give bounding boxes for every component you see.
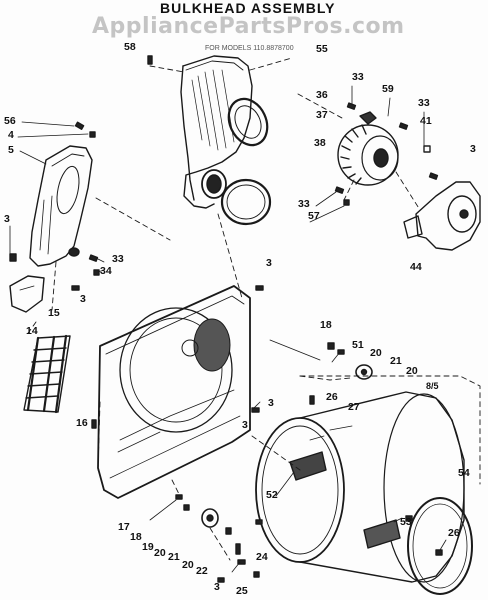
callout-24: 24 [256, 551, 268, 563]
callout-33: 33 [352, 71, 364, 83]
blower-housing [403, 181, 481, 251]
callout-33: 33 [418, 97, 430, 109]
callout-21: 21 [390, 355, 402, 367]
callout-15: 15 [48, 307, 60, 319]
callout-44: 44 [410, 261, 422, 273]
dryer-drum [255, 391, 465, 583]
callout-3: 3 [268, 397, 274, 409]
callout-36: 36 [316, 89, 328, 101]
callout-20: 20 [182, 559, 194, 571]
callout-56: 56 [4, 115, 16, 127]
blower-housing-duct [180, 55, 253, 209]
page-code: 8/5 [426, 381, 439, 391]
callout-33: 33 [298, 198, 310, 210]
bearing-ring [220, 178, 272, 226]
callout-58: 58 [124, 41, 136, 53]
front-drum-seal [407, 497, 473, 595]
watermark: AppliancePartsPros.com [92, 14, 405, 39]
leader-lines [9, 85, 447, 573]
callout-20: 20 [406, 365, 418, 377]
callout-16: 16 [76, 417, 88, 429]
blower-wheel [337, 111, 399, 186]
callout-20: 20 [370, 347, 382, 359]
callout-3: 3 [4, 213, 10, 225]
callout-53: 53 [400, 516, 412, 528]
callout-33: 33 [112, 253, 124, 265]
callout-37: 37 [316, 109, 328, 121]
diagram-title: BULKHEAD ASSEMBLY [160, 0, 336, 16]
callout-25: 25 [236, 585, 248, 597]
callout-17: 17 [118, 521, 130, 533]
callout-22: 22 [196, 565, 208, 577]
callout-21: 21 [168, 551, 180, 563]
callout-20: 20 [154, 547, 166, 559]
callout-41: 41 [420, 115, 432, 127]
callout-3: 3 [214, 581, 220, 593]
callout-19: 19 [142, 541, 154, 553]
mounting-bracket [9, 275, 45, 313]
callout-52: 52 [266, 489, 278, 501]
callout-34: 34 [100, 265, 112, 277]
callout-3: 3 [470, 143, 476, 155]
duct-seal [227, 97, 269, 147]
callout-3: 3 [80, 293, 86, 305]
callout-55: 55 [316, 43, 328, 55]
screws [9, 55, 443, 583]
drum-roller [201, 364, 373, 528]
callout-38: 38 [314, 137, 326, 149]
callout-3: 3 [266, 257, 272, 269]
callout-18: 18 [320, 319, 332, 331]
callout-59: 59 [382, 83, 394, 95]
callout-27: 27 [348, 401, 360, 413]
left-duct [29, 145, 93, 267]
callout-54: 54 [458, 467, 470, 479]
callout-4: 4 [8, 129, 14, 141]
callout-26: 26 [448, 527, 460, 539]
callout-14: 14 [26, 325, 38, 337]
heating-element [23, 334, 71, 414]
callout-26: 26 [326, 391, 338, 403]
callout-5: 5 [8, 144, 14, 156]
callout-51: 51 [352, 339, 364, 351]
callout-18: 18 [130, 531, 142, 543]
callout-3: 3 [242, 419, 248, 431]
diagram-subtitle: FOR MODELS 110.8878700 [205, 45, 294, 52]
callout-57: 57 [308, 210, 320, 222]
assembly-lines [25, 57, 481, 561]
bulkhead-panel [97, 285, 251, 499]
